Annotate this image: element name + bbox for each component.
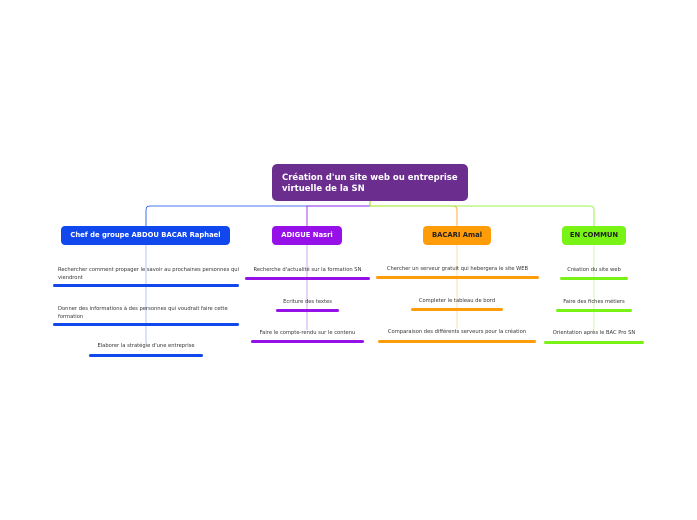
- root-topic[interactable]: Création d'un site web ou entreprise vir…: [272, 164, 468, 201]
- branch-label: Chef de groupe ABDOU BACAR Raphael: [70, 231, 221, 239]
- link-root-blue: [145, 201, 371, 226]
- branch-label: EN COMMUN: [569, 231, 619, 239]
- subtopic-item[interactable]: Création du site web: [560, 267, 628, 280]
- subtopic-label: Chercher un serveur gratuit qui heberger…: [386, 266, 529, 272]
- subtopic-underline: [276, 309, 339, 312]
- subtopic-underline: [245, 277, 370, 280]
- subtopic-underline: [53, 284, 239, 287]
- subtopic-label: Ecriture des textes: [283, 299, 332, 305]
- subtopic-item[interactable]: Recherche d'actualité sur la formation S…: [245, 267, 370, 280]
- branch-chef-de-groupe[interactable]: Chef de groupe ABDOU BACAR Raphael: [61, 226, 230, 245]
- subtopic-underline: [53, 323, 239, 326]
- subtopic-item[interactable]: Completer le tableau de bord: [411, 298, 503, 311]
- subtopic-underline: [411, 308, 503, 311]
- link-root-green: [369, 201, 595, 226]
- branch-label: ADIGUE Nasri: [281, 231, 333, 239]
- subtopic-underline: [378, 340, 536, 343]
- subtopic-label: Orientation après le BAC Pro SN: [552, 330, 636, 336]
- subtopic-label: Completer le tableau de bord: [418, 298, 496, 304]
- subtopic-label: Création du site web: [567, 267, 621, 273]
- subtopic-item[interactable]: Elaborer la stratégie d'une entreprise: [89, 343, 203, 357]
- subtopic-item[interactable]: Faire des fiches métiers: [556, 299, 632, 312]
- subtopic-item[interactable]: Faire le compte-rendu sur le contenu: [251, 330, 364, 343]
- subtopic-underline: [251, 340, 364, 343]
- subtopic-label: Rechercher comment propager le savoir au…: [58, 267, 239, 281]
- subtopic-underline: [556, 309, 632, 312]
- subtopic-label: Donner des informations à des personnes …: [58, 306, 228, 320]
- link-root-orange: [369, 201, 458, 226]
- subtopic-label: Faire le compte-rendu sur le contenu: [259, 330, 356, 336]
- subtopic-label: Elaborer la stratégie d'une entreprise: [97, 343, 195, 349]
- subtopic-item[interactable]: Orientation après le BAC Pro SN: [544, 330, 644, 344]
- branch-adigue-nasri[interactable]: ADIGUE Nasri: [272, 226, 342, 245]
- subtopic-label: Comparaison des différents serveurs pour…: [387, 329, 527, 335]
- branch-en-commun[interactable]: EN COMMUN: [562, 226, 626, 245]
- subtopic-item[interactable]: Comparaison des différents serveurs pour…: [378, 329, 536, 343]
- subtopic-item[interactable]: Rechercher comment propager le savoir au…: [53, 267, 239, 287]
- subtopic-underline: [89, 354, 203, 357]
- subtopic-label: Recherche d'actualité sur la formation S…: [253, 267, 362, 273]
- subtopic-underline: [376, 276, 539, 279]
- subtopic-item[interactable]: Donner des informations à des personnes …: [53, 306, 239, 326]
- branch-bacari-amal[interactable]: BACARI Amal: [423, 226, 491, 245]
- root-topic-label: Création d'un site web ou entreprise vir…: [282, 173, 458, 194]
- subtopic-label: Faire des fiches métiers: [563, 299, 625, 305]
- subtopic-item[interactable]: Chercher un serveur gratuit qui heberger…: [376, 266, 539, 279]
- link-root-purple: [306, 201, 371, 226]
- subtopic-underline: [560, 277, 628, 280]
- subtopic-underline: [544, 341, 644, 344]
- branch-label: BACARI Amal: [431, 231, 483, 239]
- subtopic-item[interactable]: Ecriture des textes: [276, 299, 339, 312]
